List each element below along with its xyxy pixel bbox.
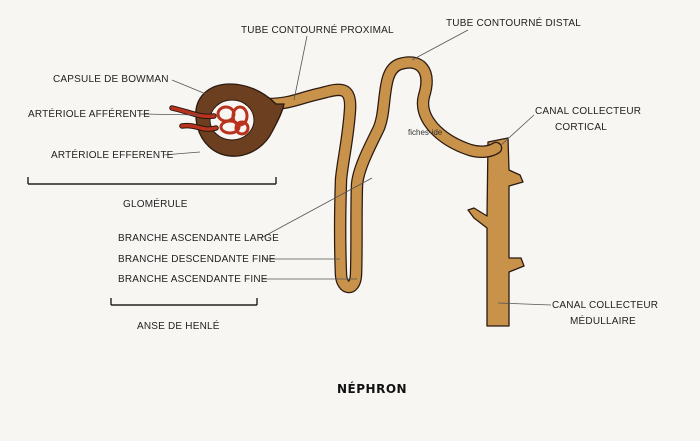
label-tube-distal: TUBE CONTOURNÉ DISTAL bbox=[446, 16, 581, 29]
label-arteriole-efferente: ARTÉRIOLE EFFERENTE bbox=[51, 148, 174, 161]
label-glomerule: GLOMÉRULE bbox=[123, 197, 188, 210]
renal-tubule bbox=[261, 56, 503, 294]
leader-lines bbox=[139, 29, 552, 306]
glomerulus bbox=[169, 105, 250, 136]
label-canal-medullaire-line2: MÉDULLAIRE bbox=[570, 314, 636, 327]
label-anse-henle: ANSE DE HENLÉ bbox=[137, 319, 220, 332]
label-arteriole-afferente: ARTÉRIOLE AFFÉRENTE bbox=[28, 107, 150, 120]
label-canal-cortical-line1: CANAL COLLECTEUR bbox=[535, 106, 641, 117]
bowman-capsule bbox=[195, 83, 285, 157]
label-canal-cortical-line2: CORTICAL bbox=[555, 122, 607, 133]
watermark: fiches-ide bbox=[408, 128, 443, 137]
label-capsule-bowman: CAPSULE DE BOWMAN bbox=[53, 74, 169, 85]
label-branche-descendante-fine: BRANCHE DESCENDANTE FINE bbox=[118, 254, 276, 265]
label-branche-ascendante-large: BRANCHE ASCENDANTE LARGE bbox=[118, 233, 279, 244]
diagram-title: NÉPHRON bbox=[337, 381, 407, 396]
label-canal-medullaire-line1: CANAL COLLECTEUR bbox=[552, 300, 658, 311]
collecting-duct bbox=[467, 137, 525, 327]
glomerule-bracket bbox=[27, 177, 277, 185]
label-branche-ascendante-fine: BRANCHE ASCENDANTE FINE bbox=[118, 274, 268, 285]
label-tube-proximal: TUBE CONTOURNÉ PROXIMAL bbox=[241, 23, 394, 36]
henle-bracket bbox=[110, 298, 258, 306]
